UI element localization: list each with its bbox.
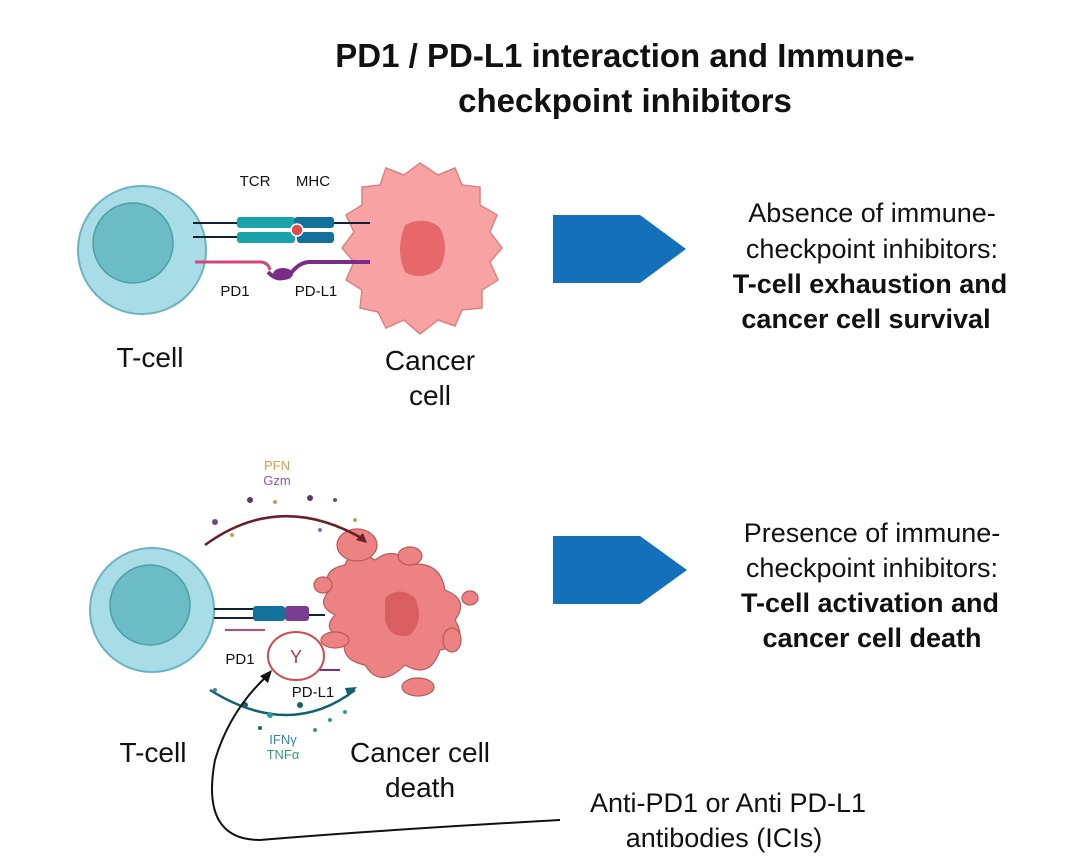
arrowhead-icon: [356, 533, 367, 543]
antibody-pointer-arrow: [211, 674, 561, 842]
granule-dots: [212, 495, 357, 732]
bottom-tcell: [89, 547, 215, 673]
result-top-1: Absence of immune-: [748, 198, 996, 228]
arrow-icon: [553, 215, 686, 283]
result-bottom-3: T-cell activation and: [741, 588, 999, 618]
label-mhc: MHC: [296, 173, 330, 190]
arrowhead-icon: [345, 687, 357, 697]
label-pd1-bottom: PD1: [225, 651, 254, 668]
label-cancer-top-1: Cancer: [385, 345, 475, 376]
result-top-3: T-cell exhaustion and: [733, 269, 1008, 299]
result-bottom-2: checkpoint inhibitors:: [746, 553, 998, 583]
label-tcell-top: T-cell: [117, 342, 184, 373]
cytokine-arrow: [209, 688, 356, 717]
label-ifn: IFNγ: [269, 732, 297, 747]
label-pdl1-bottom: PD-L1: [292, 684, 335, 701]
tcr-mhc-complex: [193, 217, 370, 243]
arrow-icon: [553, 536, 687, 604]
label-tcell-bottom: T-cell: [120, 737, 187, 768]
result-bottom-4: cancer cell death: [762, 623, 981, 653]
arrowhead-icon: [260, 670, 272, 683]
label-tcr: TCR: [240, 173, 271, 190]
result-bottom-1: Presence of immune-: [744, 518, 1001, 548]
title-line1: PD1 / PD-L1 interaction and Immune-: [335, 37, 914, 74]
result-top-2: checkpoint inhibitors:: [746, 234, 998, 264]
label-pfn: PFN: [264, 458, 290, 473]
cytotoxic-arrow: [204, 515, 366, 547]
antibody-label-1: Anti-PD1 or Anti PD-L1: [590, 788, 866, 818]
antibody-label-2: antibodies (ICIs): [626, 823, 823, 853]
top-tcell: [77, 185, 207, 315]
pd1-pdl1-binding: [195, 260, 370, 281]
label-pd1: PD1: [220, 283, 249, 300]
antibody-icon: Y: [290, 647, 302, 667]
label-cancer-top-2: cell: [409, 380, 451, 411]
label-cancer-bottom-1: Cancer cell: [350, 737, 490, 768]
tcr-mhc-bottom: [214, 606, 325, 621]
label-gzm: Gzm: [263, 473, 290, 488]
title-line2: checkpoint inhibitors: [458, 82, 792, 119]
label-pdl1: PD-L1: [295, 283, 338, 300]
label-tnf: TNFα: [267, 747, 300, 762]
antibody-blocking-circle: [267, 631, 325, 681]
result-top-4: cancer cell survival: [741, 304, 990, 334]
label-cancer-bottom-2: death: [385, 772, 455, 803]
top-cancer-cell: [341, 162, 503, 335]
dying-cancer-cell: [313, 528, 479, 697]
